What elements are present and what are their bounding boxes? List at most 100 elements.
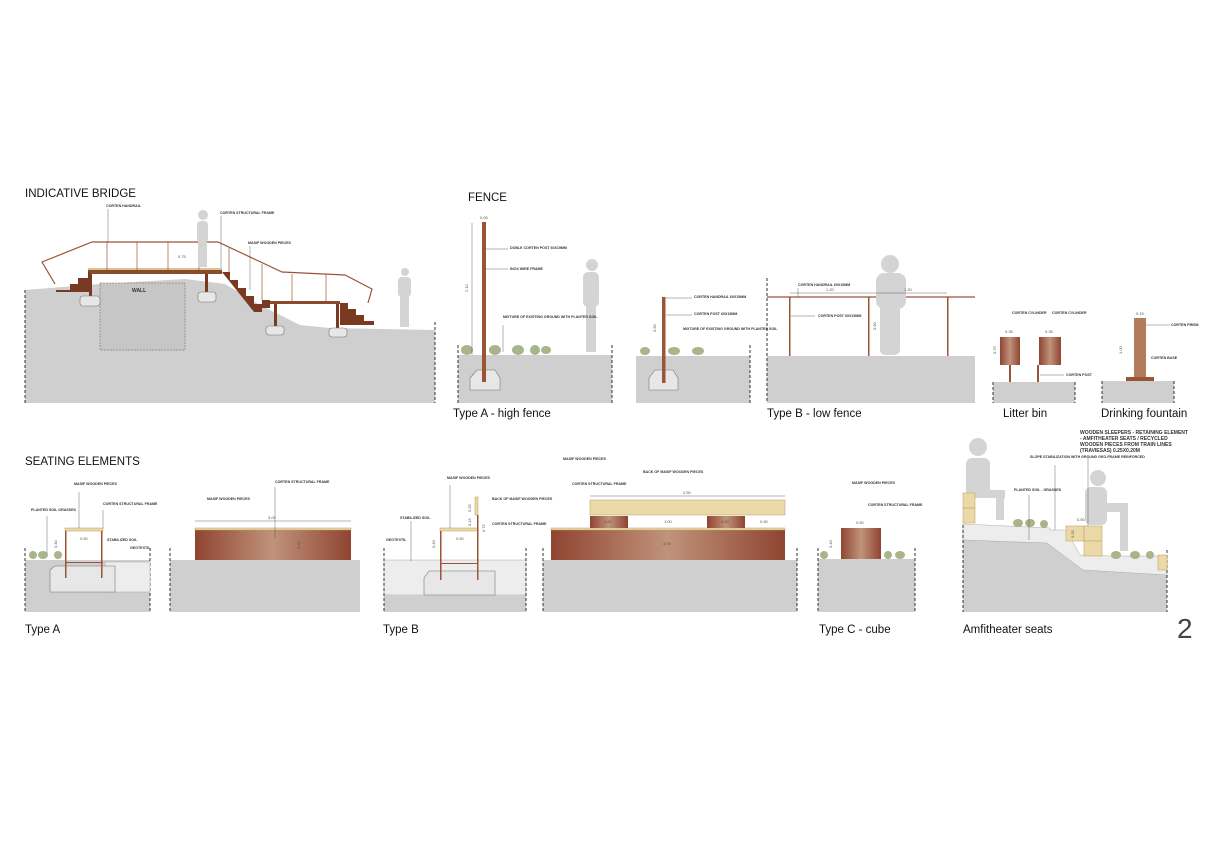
label-geo: GEOTEXTIL [386,538,407,542]
person-silhouette [966,438,1128,551]
dim-height: 0.90 [872,321,877,330]
bench-long [551,529,785,560]
person-silhouette [197,210,411,327]
fence-section: FENCE 0.06 2.10 DOBLE CORTEN POST 60X15M… [453,192,975,420]
bin-cylinder [1039,337,1061,365]
caption-litter-bin: Litter bin [1003,408,1047,420]
label-wood: MASIF WOODEN PIECES [248,241,292,245]
cube-seat [841,528,881,559]
wall-label: WALL [132,288,146,294]
label-wood: MASIF WOODEN PIECES [74,482,118,486]
label-soil: STABILIZED SOIL [107,538,138,542]
label-frame: CORTEN STRUCTURAL FRAME [220,211,275,215]
caption-seating-c: Type C - cube [819,624,891,636]
dim-height: 2.10 [464,283,469,292]
dim-w: 0.50 [856,520,865,525]
label-geo: GEOTEXTIL [130,546,151,550]
wooden-sleepers [962,492,1168,571]
dim-height2: 0.90 [652,323,657,332]
label-back: BACK OF MASIF WOODEN PIECES [492,497,553,501]
grass [640,347,704,355]
label-post: CORTEN POST [1066,373,1093,377]
label-frame: CORTEN STRUCTURAL FRAME [868,503,923,507]
dim-seg2: 0.50 [721,519,730,524]
bridge-deck-lower [270,301,340,304]
dim-w2: 0.35 [1045,329,1054,334]
dim-span2: 1.20 [904,287,913,292]
person-silhouette [876,255,906,355]
fountain-prism [1134,318,1146,378]
caption-seating-b: Type B [383,624,419,636]
dim-top: 0.06 [480,215,489,220]
label-post2: CORTEN POST 60X15MM [694,312,737,316]
dim-depth: 0.50 [80,536,89,541]
bench-back [589,499,786,516]
stairs-right [340,303,374,325]
label-frame: CORTEN STRUCTURAL FRAME [103,502,158,506]
bridge-height-dim: 0.75 [178,254,187,259]
seat-back [474,496,479,516]
footings [79,291,348,338]
label-wood: MASIF WOODEN PIECES [852,481,896,485]
fence-a2-post [662,297,666,383]
fence-a-ground [458,355,612,403]
dim-seg1: 0.50 [604,519,613,524]
label-wire: INOX WIRE FRAME [510,267,544,271]
label-soil2: MIXTURE OF EXISTING GROUND WITH PLANTED … [683,327,778,331]
dim-h: 0.20 [1070,529,1075,538]
caption-fence-a: Type A - high fence [453,408,551,420]
bridge-section: INDICATIVE BRIDGE WALL 0.75 CORTEN HANDR… [24,188,436,403]
fountain-base [1126,377,1154,381]
label-post: DOBLE CORTEN POST 60X15MM [510,246,567,250]
label-cyl2: CORTEN CYLINDER [1052,311,1087,315]
label-base: CORTEN BASE [1151,356,1178,360]
dim-span1: 1.20 [826,287,835,292]
bridge-title: INDICATIVE BRIDGE [25,188,136,200]
page-number: 2 [1177,613,1193,644]
dim-h: 0.40 [828,539,833,548]
litter-bin-section: 0.35 0.35 0.75 CORTEN CYLINDER CORTEN CY… [992,311,1093,420]
dim-w1: 0.35 [1005,329,1014,334]
fence-a-post [482,222,486,382]
dim-h: 1.00 [1118,345,1123,354]
label-slope: SLOPE STABILIZATION WITH GROUND GEO-FRAM… [1030,455,1145,459]
label-grass: PLANTED SOIL GRASSES [31,508,76,512]
dim-total: 0.75 [481,523,486,532]
label-handrail: CORTEN HANDRAIL [106,204,142,208]
dim-w: 0.50 [1077,517,1086,522]
bin-cylinder [1000,337,1020,365]
label-sleepers: WOODEN SLEEPERS - RETAINING ELEMENT - AM… [1080,430,1188,454]
stairs-left [56,272,90,292]
label-grass: PLANTED SOIL - GRASSES [1014,488,1062,492]
dim-h: 0.75 [992,345,997,354]
label-frame2: CORTEN STRUCTURAL FRAME [275,480,330,484]
fence-title: FENCE [468,192,507,204]
fence-b-posts [789,297,949,356]
deck-wood [88,268,222,270]
dim-height2: 0.40 [296,540,301,549]
seat-wood [64,527,104,532]
dim-length: 3.00 [268,515,277,520]
dim-length: 3.00 [663,541,672,546]
dim-top: 2.50 [683,490,692,495]
label-soil: MIXTURE OF EXISTING GROUND WITH PLANTED … [503,315,598,319]
label-wood2: MASIF WOODEN PIECES [207,497,251,501]
label-handrail: CORTEN HANDRAIL 60X15MM [694,295,746,299]
dim-w: 0.15 [1136,311,1145,316]
caption-seating-a: Type A [25,624,60,636]
dim-depth: 0.50 [456,536,465,541]
label-wood2: MASIF WOODEN PIECES [563,457,607,461]
label-soil: STABILIZED SOIL [400,516,431,520]
seat-wood [439,527,479,532]
dim-back: 0.25 [467,503,472,512]
dim-mid: 1.00 [664,519,673,524]
caption-amphitheater: Amfitheater seats [963,624,1053,636]
bridge-posts [89,274,339,328]
dim-seg3: 0.50 [760,519,769,524]
seating-title: SEATING ELEMENTS [25,456,140,468]
label-back2: BACK OF MASIF WOODEN PIECES [643,470,704,474]
label-frame2: CORTEN STRUCTURAL FRAME [572,482,627,486]
label-cyl1: CORTEN CYLINDER [1012,311,1047,315]
caption-fence-b: Type B - low fence [767,408,862,420]
